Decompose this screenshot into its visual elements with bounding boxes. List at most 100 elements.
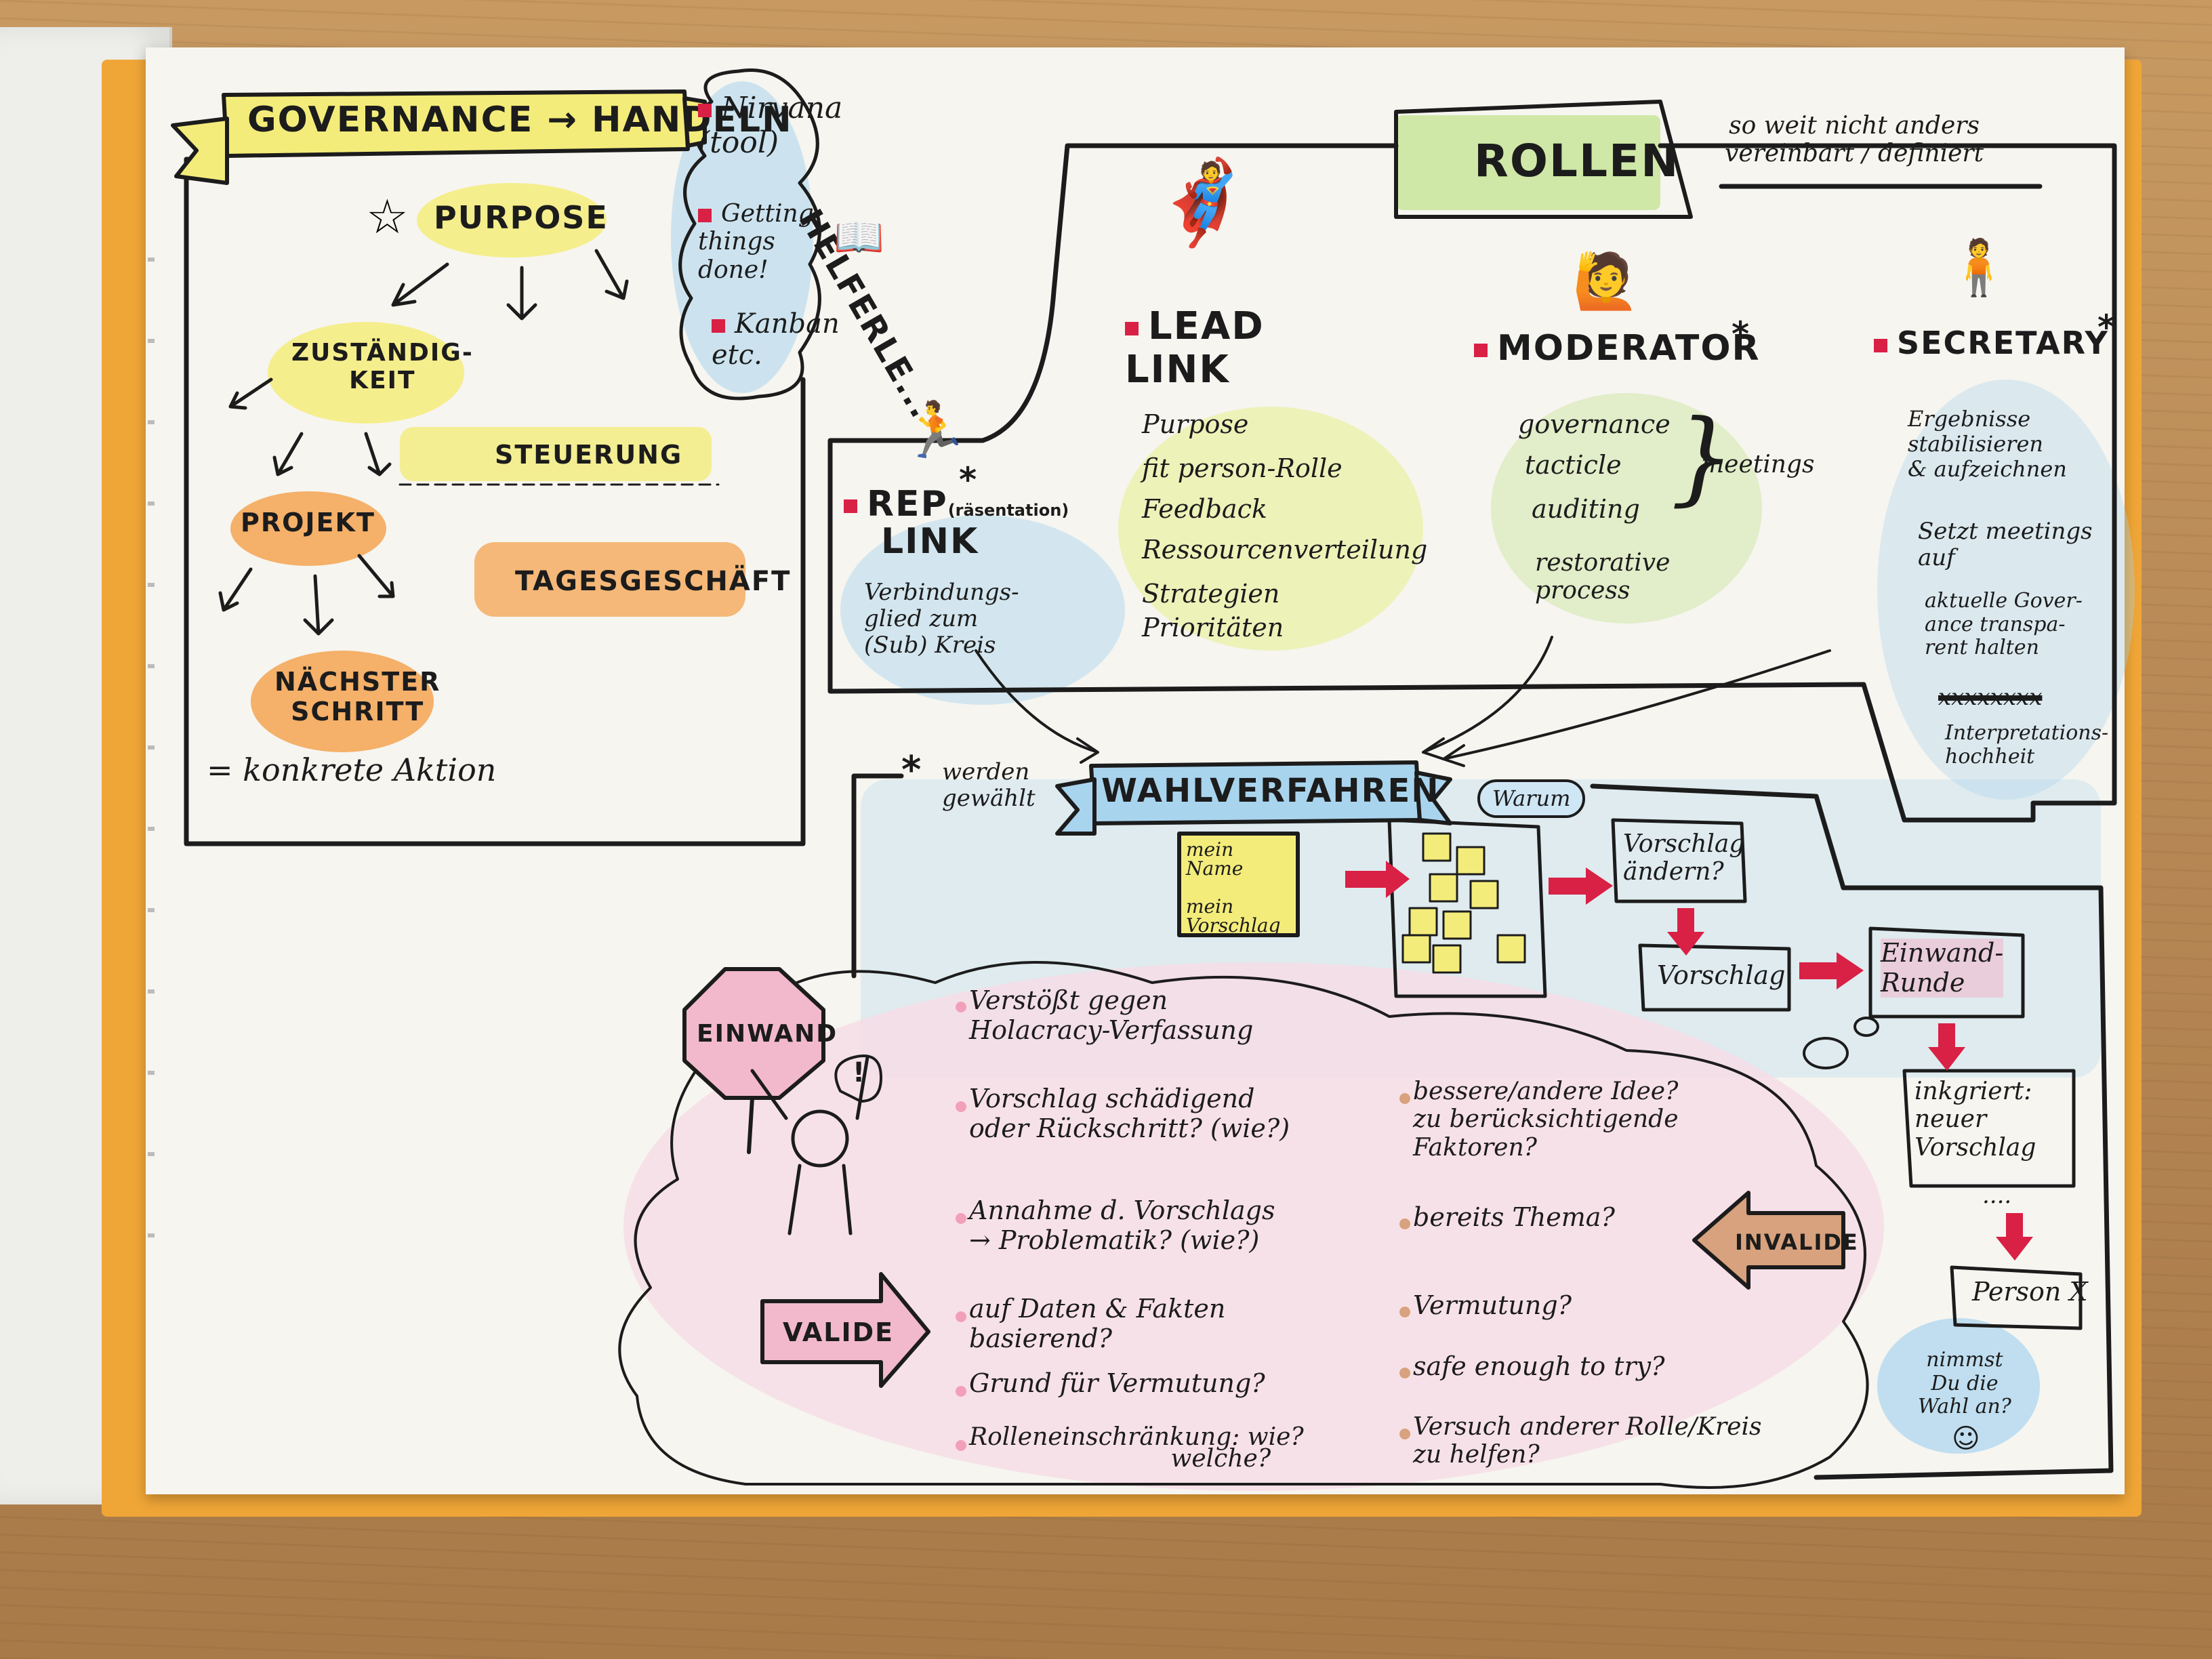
brown-bullet [1399, 1218, 1410, 1229]
pink-bullet [956, 1386, 966, 1397]
steuerung-highlight [400, 427, 712, 481]
tagesgeschaeft-label: TAGESGESCHÄFT [515, 566, 792, 597]
thought-bubble-tiny [1853, 1017, 1879, 1037]
secretary-highlight [1877, 380, 2135, 800]
einwand-left-item-2: Annahme d. Vorschlags → Problematik? (wi… [969, 1195, 1275, 1255]
moderator-figure-icon: 🙋 [1572, 249, 1640, 312]
zustaendigkeit-label: ZUSTÄNDIG- KEIT [291, 339, 474, 395]
vorschlag-aendern-label: Vorschlag ändern? [1623, 830, 1745, 886]
einwand-left-item-1: Vorschlag schädigend oder Rückschritt? (… [969, 1084, 1290, 1143]
thought-bubble-small [1803, 1037, 1849, 1069]
einwand-sign-outline [682, 967, 825, 1100]
nimmst-bubble-fill [1877, 1318, 2040, 1454]
moderator-title: MODERATOR [1474, 328, 1761, 369]
brown-bullet [1399, 1307, 1410, 1317]
rollen-banner-shape [1394, 100, 1693, 219]
secretary-figure-icon: 🧍 [1945, 236, 2013, 299]
zustaendigkeit-highlight [268, 322, 464, 424]
wahlverfahren-banner: WAHLVERFAHREN [1101, 772, 1440, 810]
lead-link-item-5: Prioritäten [1142, 613, 1284, 642]
purpose-label: PURPOSE [434, 199, 609, 236]
invalide-arrow-shape [1692, 1191, 1845, 1290]
invalide-label: INVALIDE [1735, 1229, 1859, 1255]
einwand-cloud-fill [623, 962, 1884, 1491]
werden-gewaehlt-label: werden gewählt [942, 758, 1036, 813]
einwand-cloud [618, 961, 1869, 1489]
tagesgeschaeft-highlight [474, 542, 745, 617]
projekt-highlight [230, 491, 386, 566]
einwand-right-item-4: Versuch anderer Rolle/Kreis zu helfen? [1413, 1413, 1762, 1469]
secretary-title: SECRETARY [1874, 325, 2109, 361]
pink-bullet [956, 1002, 966, 1012]
nimmst-label: nimmst Du die Wahl an? [1918, 1348, 2011, 1418]
integriert-label: inkgriert: neuer Vorschlag [1914, 1078, 2036, 1162]
person-x-label: Person X [1972, 1277, 2088, 1307]
helferle-item-nirvana: Nirvana (tool) [698, 91, 843, 160]
einwand-right-item-3: safe enough to try? [1413, 1351, 1665, 1381]
rollen-banner: ROLLEN [1474, 135, 1680, 187]
wahl-asterisk: * [901, 748, 923, 792]
einwand-right-item-0: bessere/andere Idee? zu berücksichtigend… [1413, 1078, 1679, 1162]
einwand-left-item-3: auf Daten & Fakten basierend? [969, 1294, 1226, 1353]
konkrete-aktion-label: = konkrete Aktion [207, 752, 497, 788]
einwand-left-item-0: Verstößt gegen Holacracy-Verfassung [969, 985, 1254, 1045]
rep-link-highlight [840, 515, 1125, 705]
wahlverfahren-frame [851, 773, 2114, 1480]
pink-bullet [956, 1213, 966, 1224]
lead-link-item-4: Strategien [1142, 579, 1280, 609]
einwand-sign-label: EINWAND [697, 1020, 838, 1048]
moderator-item-1: tacticle [1525, 450, 1622, 480]
secretary-item-0: Ergebnisse stabilisieren & aufzeichnen [1908, 406, 2067, 482]
valide-arrow-shape [760, 1272, 930, 1388]
vorschlag-label: Vorschlag [1657, 960, 1786, 990]
rep-link-asterisk: * [959, 460, 979, 499]
moderator-brace: } [1671, 398, 1736, 516]
flow-ellipsis: .... [1982, 1182, 2012, 1209]
sticky-note-text: mein Name mein Vorschlag [1186, 838, 1281, 937]
rep-link-item-0: Verbindungs- glied zum (Sub) Kreis [864, 579, 1019, 659]
moderator-asterisk: * [1732, 314, 1751, 354]
einwand-right-item-2: Vermutung? [1413, 1290, 1572, 1320]
einwand-left-item-4: Grund für Vermutung? [969, 1368, 1265, 1398]
lead-link-item-1: fit person-Rolle [1142, 453, 1343, 483]
einwand-left-item-5: Rolleneinschränkung: wie? welche? [969, 1423, 1304, 1473]
einwand-right-item-1: bereits Thema? [1413, 1202, 1615, 1232]
secretary-item-1: Setzt meetings auf [1918, 518, 2093, 572]
binding-holes [148, 258, 155, 1274]
helferle-item-kanban: Kanban etc. [712, 308, 840, 371]
smiley-icon: ☺ [1952, 1423, 1980, 1454]
projekt-label: PROJEKT [241, 508, 375, 537]
lead-link-title: LEAD LINK [1125, 304, 1265, 392]
moderator-item-3: restorative process [1535, 549, 1671, 605]
lead-link-item-0: Purpose [1142, 409, 1249, 439]
lead-link-item-2: Feedback [1142, 494, 1267, 524]
naechster-schritt-label: NÄCHSTER SCHRITT [274, 667, 441, 726]
star-icon: ☆ [366, 189, 409, 245]
pink-bullet [956, 1311, 966, 1322]
brown-bullet [1399, 1368, 1410, 1378]
warum-bubble: Warum [1477, 779, 1586, 818]
superhero-chain-icon: 🦸 [1152, 156, 1254, 250]
exclaim-icon: ! [853, 1057, 867, 1088]
moderator-item-2: auditing [1532, 494, 1640, 524]
rep-link-title-2: LINK [881, 521, 979, 562]
rep-link-title-main: REP [867, 484, 948, 525]
rep-link-title: REP(räsentation) [844, 484, 1069, 525]
pink-bullet [956, 1440, 966, 1451]
secretary-item-2: aktuelle Gover- ance transpa- rent halte… [1925, 589, 2083, 659]
helferle-item-gtd: Getting things done! [698, 200, 814, 284]
naechster-schritt-highlight [251, 651, 434, 752]
moderator-item-0: governance [1518, 409, 1671, 439]
purpose-highlight [417, 183, 607, 258]
einwand-runde-label: Einwand- Runde [1881, 938, 2004, 998]
lead-link-item-3: Ressourcenverteilung [1142, 535, 1428, 565]
governance-frame [184, 157, 806, 846]
rep-link-title-small: (räsentation) [947, 501, 1069, 520]
secretary-asterisk: * [2097, 308, 2117, 347]
valide-label: VALIDE [783, 1317, 895, 1347]
rollen-frame [827, 143, 2117, 823]
secretary-item-3: Interpretations- hochheit [1945, 721, 2109, 769]
moderator-highlight [1491, 393, 1762, 623]
rep-link-figure-icon: 🏃 [901, 398, 969, 462]
